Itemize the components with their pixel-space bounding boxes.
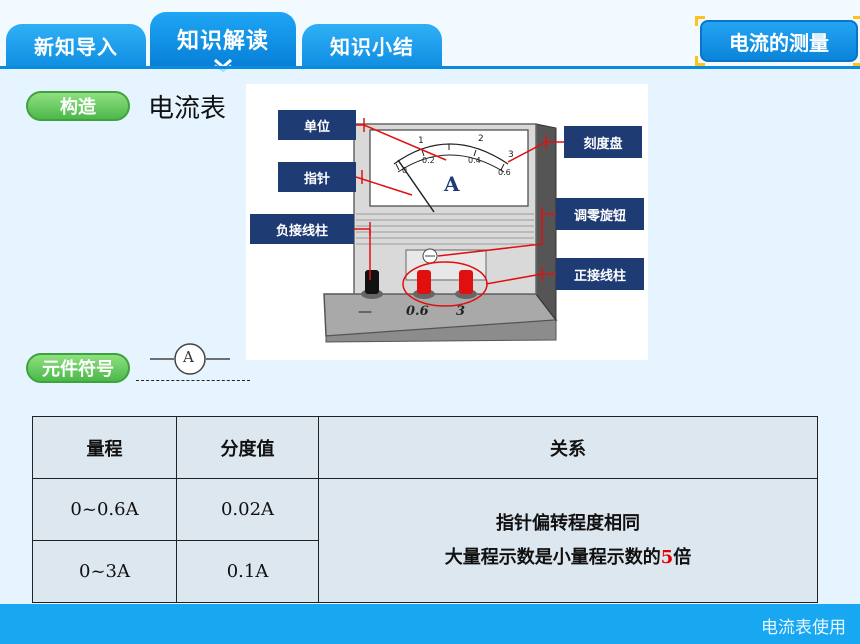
callout-scale: 刻度盘 bbox=[564, 126, 642, 158]
terminal-label-3: 3 bbox=[456, 304, 466, 319]
relation-prefix: 大量程示数是小量程示数的 bbox=[444, 546, 661, 568]
chevron-down-icon bbox=[214, 58, 232, 72]
cell-range: 0~0.6A bbox=[32, 478, 177, 541]
tab-knowledge-summary[interactable]: 知识小结 bbox=[302, 24, 442, 66]
symbol-label: 元件符号 bbox=[26, 353, 130, 383]
dial-scale-0: 0 bbox=[402, 166, 408, 175]
callout-zero-knob: 调零旋钮 bbox=[556, 198, 644, 230]
tab-new-knowledge[interactable]: 新知导入 bbox=[6, 24, 146, 66]
badge-corner bbox=[695, 16, 705, 26]
ammeter-diagram: 单位 指针 负接线柱 刻度盘 调零旋钮 正接线柱 A 0 0.2 0.4 0.6… bbox=[246, 84, 648, 360]
relation-factor: 5 bbox=[660, 546, 674, 568]
callout-needle: 指针 bbox=[278, 162, 356, 192]
structure-label: 构造 bbox=[26, 91, 130, 121]
dial-scale-04: 0.4 bbox=[468, 156, 481, 165]
badge-corner bbox=[853, 56, 860, 66]
dial-scale-1: 1 bbox=[418, 136, 424, 146]
terminal-label-negative: — bbox=[358, 304, 372, 320]
cell-division: 0.02A bbox=[176, 478, 319, 541]
table-row: 0~0.6A 0.02A 指针偏转程度相同 大量程示数是小量程示数的5倍 bbox=[32, 478, 818, 603]
callout-unit: 单位 bbox=[278, 110, 356, 140]
header-divider bbox=[0, 66, 860, 69]
ammeter-symbol-icon bbox=[150, 343, 230, 375]
range-table: 量程 分度值 关系 0~0.6A 0.02A 指针偏转程度相同 大量程示数是小量… bbox=[32, 416, 818, 603]
dial-scale-2: 2 bbox=[478, 134, 484, 144]
symbol-letter: A bbox=[183, 348, 194, 366]
table-row: 0~3A 0.1A bbox=[32, 540, 818, 603]
dial-scale-06: 0.6 bbox=[498, 168, 511, 177]
callout-negative-terminal: 负接线柱 bbox=[250, 214, 354, 244]
table-header-row: 量程 分度值 关系 bbox=[32, 416, 818, 479]
ammeter-illustration bbox=[323, 118, 564, 343]
header-relation: 关系 bbox=[318, 416, 818, 479]
topic-badge[interactable]: 电流的测量 bbox=[700, 20, 858, 62]
tab-knowledge-reading[interactable]: 知识解读 bbox=[150, 12, 296, 66]
relation-suffix: 倍 bbox=[673, 546, 692, 568]
relation-line-2: 大量程示数是小量程示数的5倍 bbox=[319, 541, 817, 575]
cell-division: 0.1A bbox=[176, 540, 319, 603]
dial-unit-letter: A bbox=[444, 172, 460, 196]
cell-range: 0~3A bbox=[32, 540, 177, 603]
header-range: 量程 bbox=[32, 416, 177, 479]
dial-scale-02: 0.2 bbox=[422, 156, 435, 165]
dial-scale-3: 3 bbox=[508, 150, 514, 160]
badge-corner bbox=[695, 56, 705, 66]
section-title: 电流表 bbox=[148, 94, 227, 124]
footer-label[interactable]: 电流表使用 bbox=[761, 618, 846, 638]
footer-bar: 电流表使用 bbox=[0, 604, 860, 644]
cell-relation: 指针偏转程度相同 大量程示数是小量程示数的5倍 bbox=[318, 478, 818, 603]
terminal-label-06: 0.6 bbox=[406, 304, 429, 319]
callout-positive-terminal: 正接线柱 bbox=[556, 258, 644, 290]
badge-corner bbox=[853, 16, 860, 26]
answer-blank bbox=[136, 380, 250, 381]
relation-line-1: 指针偏转程度相同 bbox=[496, 512, 640, 534]
header-division: 分度值 bbox=[176, 416, 319, 479]
